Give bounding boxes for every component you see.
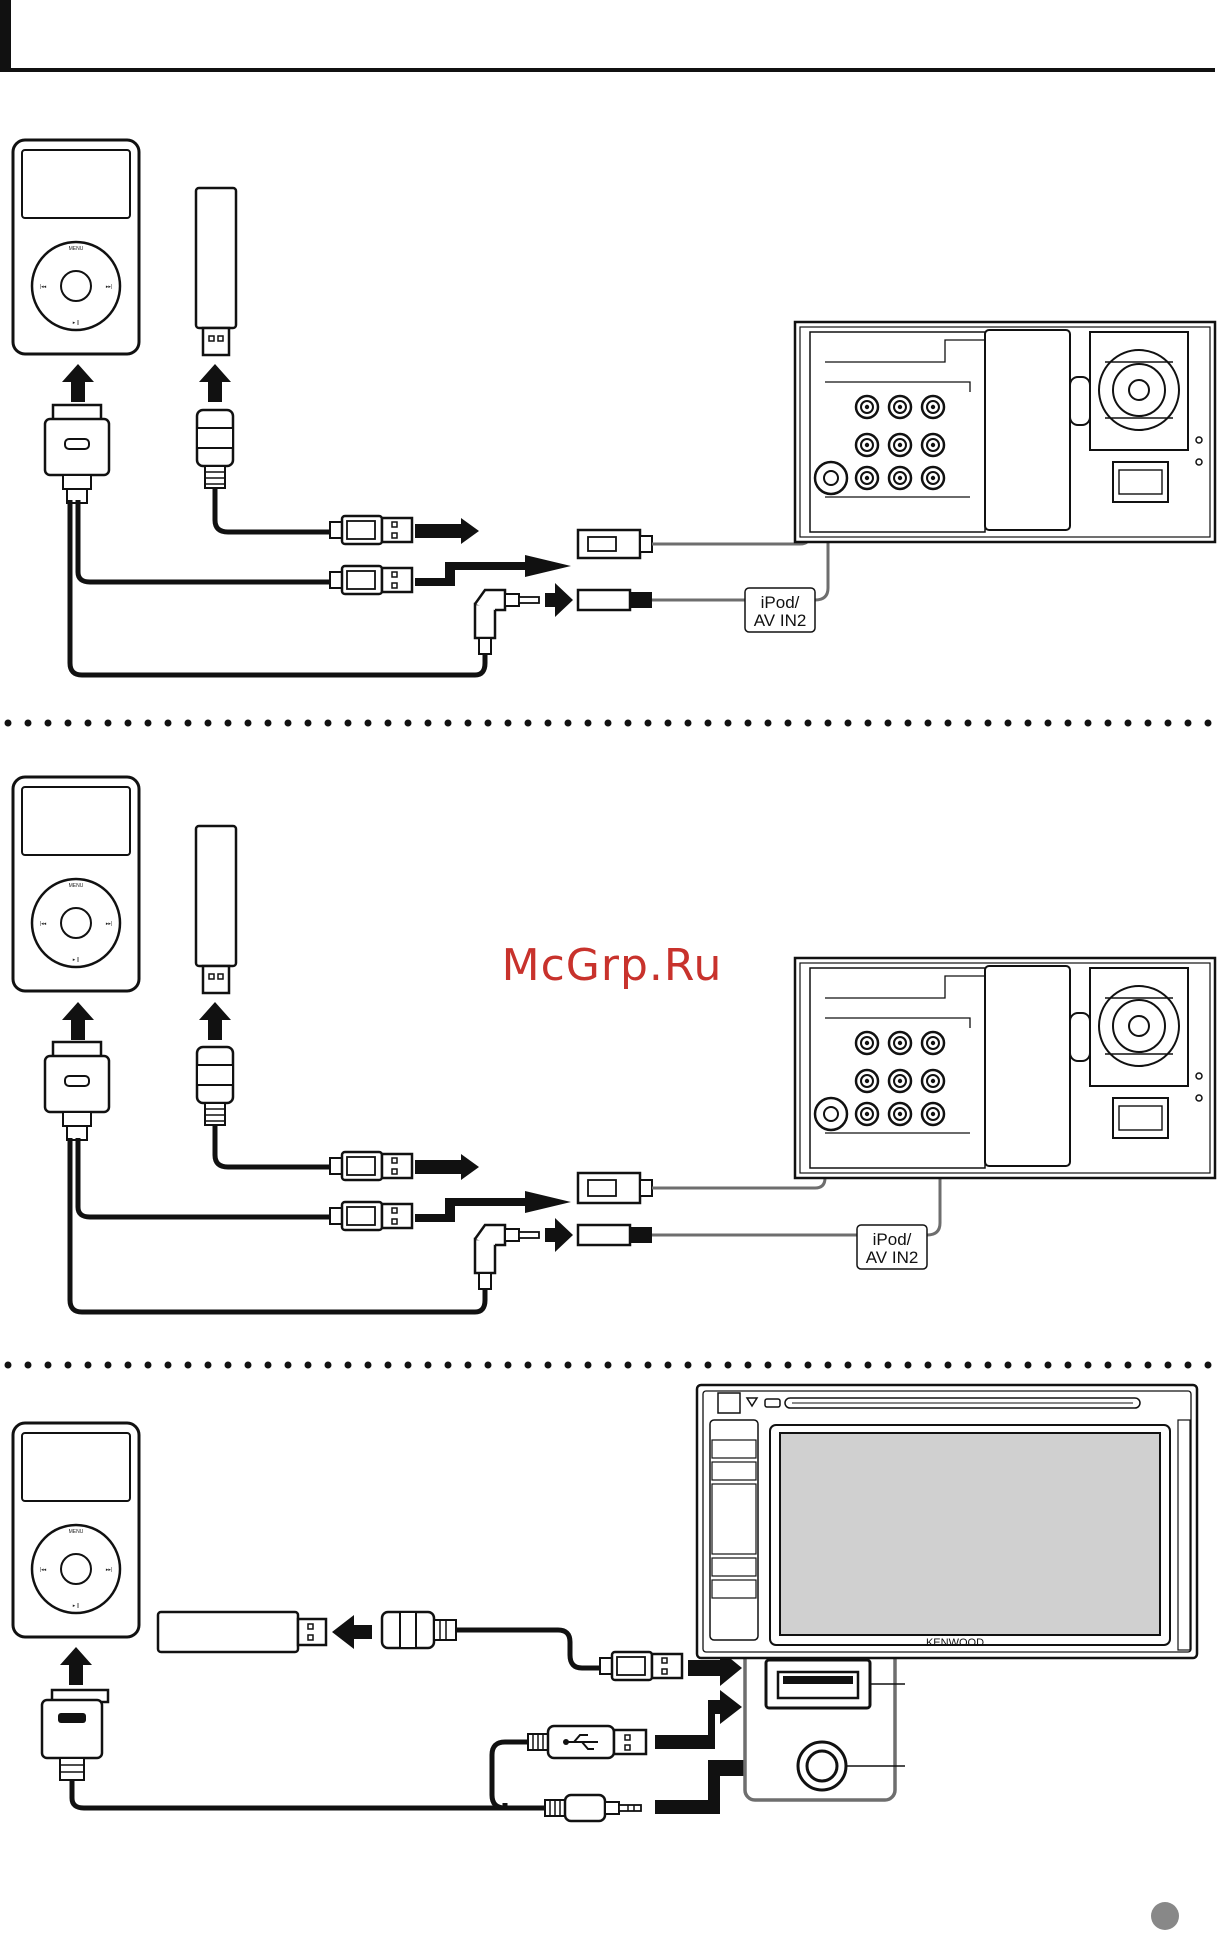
usb-extension-connector (576, 528, 653, 560)
usb-plug-icon (527, 1724, 648, 1760)
wire (926, 972, 942, 1237)
head-unit-front-icon: KENWOOD (695, 1383, 1199, 1660)
ipod-icon (11, 775, 141, 993)
arrow-icon (199, 364, 231, 402)
cable (212, 1125, 330, 1170)
arrow-icon (62, 1002, 94, 1040)
dock-connector-icon (43, 1040, 111, 1142)
arrow-icon (60, 1647, 92, 1685)
cable (67, 500, 488, 678)
arrow-icon (545, 1218, 573, 1252)
mini-jack-icon (473, 588, 541, 656)
arrow-icon (199, 1002, 231, 1040)
watermark-text: McGrp.Ru (502, 940, 723, 991)
cable (69, 1780, 545, 1811)
wire (652, 330, 812, 546)
header-rule (0, 68, 1215, 72)
cable (489, 1739, 530, 1811)
usb-port-icon (764, 1658, 872, 1710)
arrow-icon (415, 555, 571, 586)
usb-plug-icon (328, 514, 414, 546)
av-extension-connector (576, 588, 652, 612)
front-panel-callout (743, 1618, 905, 1802)
ipod-av-in2-label: iPod/ AV IN2 (856, 1224, 928, 1270)
usb-plug-icon (328, 1150, 414, 1182)
screen (779, 1432, 1161, 1636)
arrow-icon (655, 1750, 767, 1814)
av-jack-port-icon (796, 1740, 848, 1792)
section-1-rear-connection: iPod/ AV IN2 (11, 138, 1215, 678)
cable (75, 500, 330, 585)
arrow-icon (62, 364, 94, 402)
usb-plug-icon (598, 1650, 684, 1682)
cable (75, 1138, 330, 1220)
page-number-bullet (1151, 1902, 1179, 1930)
arrow-icon (332, 1615, 372, 1649)
usb-plug-icon (328, 1200, 414, 1232)
arrow-icon (415, 1191, 571, 1222)
usb-plug-icon (380, 1610, 457, 1650)
av-extension-connector (576, 1223, 652, 1247)
dock-connector-icon (40, 1688, 110, 1781)
dock-connector-icon (43, 403, 111, 505)
usb-stick-icon (194, 824, 238, 995)
head-unit-rear-icon (795, 958, 1215, 1178)
usb-plug-icon (328, 564, 414, 596)
mini-jack-icon (473, 1223, 541, 1291)
section-3-front-connection: KENWOOD (11, 1383, 1199, 1823)
arrow-icon (415, 518, 479, 544)
cable (67, 1138, 488, 1315)
cable (456, 1627, 600, 1671)
ipod-av-in2-label: iPod/ AV IN2 (744, 587, 816, 633)
ipod-icon (11, 138, 141, 356)
usb-plug-icon (195, 1045, 235, 1127)
brand-label: KENWOOD (926, 1637, 984, 1649)
arrow-icon (655, 1690, 742, 1749)
cable (212, 488, 330, 535)
wire (814, 330, 830, 602)
section-2-rear-connection: iPod/ AV IN2 (11, 775, 1215, 1315)
ipod-label-line1: iPod/ (873, 1230, 912, 1249)
usb-stick-icon (156, 1610, 328, 1654)
header-bar-accent (0, 0, 11, 72)
usb-extension-connector (576, 1171, 653, 1205)
ipod-label-line1: iPod/ (761, 593, 800, 612)
usb-stick-icon (194, 186, 238, 357)
ipod-label-line2: AV IN2 (866, 1248, 919, 1267)
ipod-icon (11, 1421, 141, 1639)
ipod-label-line2: AV IN2 (754, 611, 807, 630)
head-unit-rear-icon (795, 322, 1215, 542)
usb-symbol-icon (566, 1734, 598, 1750)
arrow-icon (545, 583, 573, 617)
arrow-icon (415, 1154, 479, 1180)
usb-plug-icon (195, 408, 235, 490)
mini-jack-icon (544, 1793, 642, 1823)
